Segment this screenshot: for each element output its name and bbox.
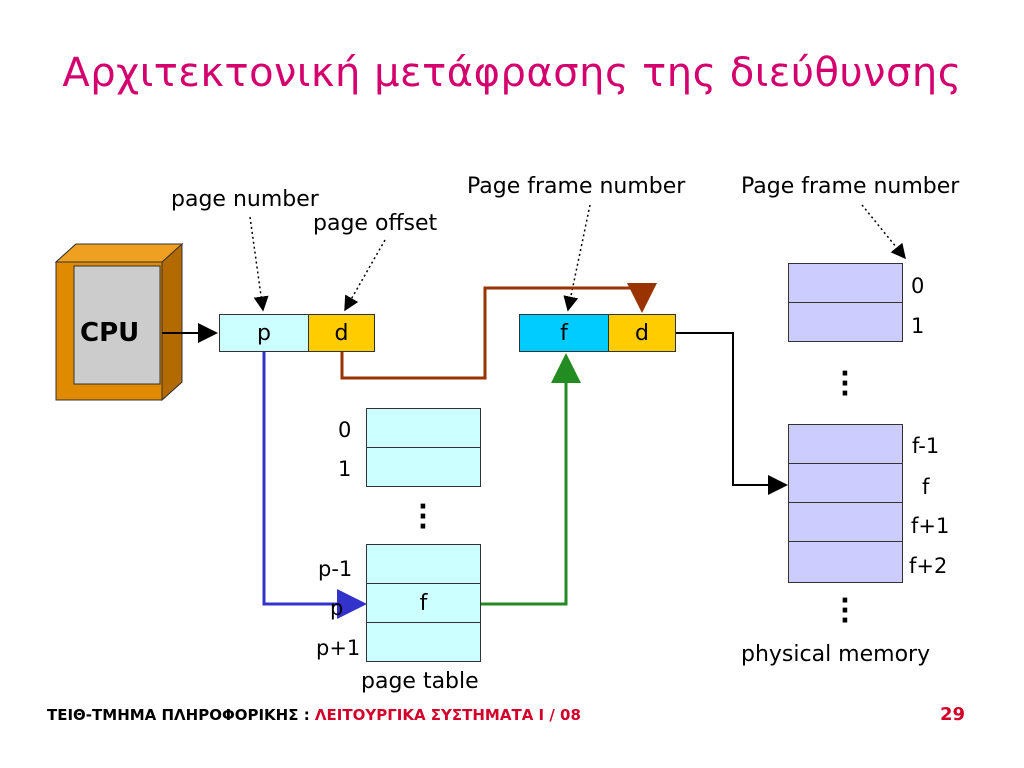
page-table-index-0: 0 [338, 418, 352, 442]
memory-index-f-plus-2: f+2 [909, 554, 948, 578]
memory-frame-f-plus-1 [788, 502, 903, 542]
physical-offset: d [608, 314, 676, 352]
slide-title: Αρχιτεκτονική μετάφρασης της διεύθυνσης [62, 50, 962, 96]
memory-frame-0 [788, 263, 903, 303]
footer-course: ΤΕΙΘ-ΤΜΗΜΑ ΠΛΗΡΟΦΟΡΙΚΗΣ : ΛΕΙΤΟΥΡΓΙΚΑ ΣΥ… [47, 706, 581, 724]
memory-index-f-minus-1: f-1 [912, 434, 940, 458]
memory-index-1: 1 [911, 314, 925, 338]
page-table-row-1 [366, 447, 481, 487]
logical-page-offset: d [308, 314, 375, 352]
physical-memory-caption: physical memory [741, 642, 931, 667]
memory-frame-f-minus-1 [788, 424, 903, 464]
memory-frame-1 [788, 302, 903, 342]
page-table-ellipsis: ··· [418, 492, 428, 542]
page-table-row-0 [366, 408, 481, 448]
memory-index-f-plus-1: f+1 [911, 514, 950, 538]
physical-frame-number: f [519, 314, 609, 352]
footer-department: ΤΕΙΘ-ΤΜΗΜΑ ΠΛΗΡΟΦΟΡΙΚΗΣ : [47, 706, 315, 724]
page-number-label: page number [171, 187, 319, 212]
page-table-row-p: f [366, 583, 481, 623]
page-table-index-p-plus-1: p+1 [316, 636, 361, 660]
memory-index-0: 0 [911, 274, 925, 298]
memory-frame-f-plus-2 [788, 541, 903, 583]
cpu-label: CPU [80, 318, 140, 348]
page-table-caption: page table [361, 669, 479, 694]
frame-number-label-2: Page frame number [741, 174, 960, 199]
frame-number-label-1: Page frame number [467, 174, 686, 199]
page-table-row-p-plus-1 [366, 622, 481, 662]
cpu-block [54, 242, 184, 402]
logical-page-number: p [219, 314, 309, 352]
page-offset-label: page offset [313, 211, 438, 236]
memory-ellipsis-bottom: ··· [840, 586, 850, 636]
memory-ellipsis-top: ··· [840, 359, 850, 409]
page-table-row-p-minus-1 [366, 544, 481, 584]
page-table-index-1: 1 [338, 457, 352, 481]
slide-number: 29 [940, 704, 966, 725]
page-table-index-p-minus-1: p-1 [318, 557, 353, 581]
footer-course-title: ΛΕΙΤΟΥΡΓΙΚΑ ΣΥΣΤΗΜΑΤΑ Ι / 08 [314, 706, 581, 724]
memory-index-f: f [922, 475, 930, 499]
memory-frame-f [788, 463, 903, 503]
page-table-index-p: p [330, 596, 344, 620]
